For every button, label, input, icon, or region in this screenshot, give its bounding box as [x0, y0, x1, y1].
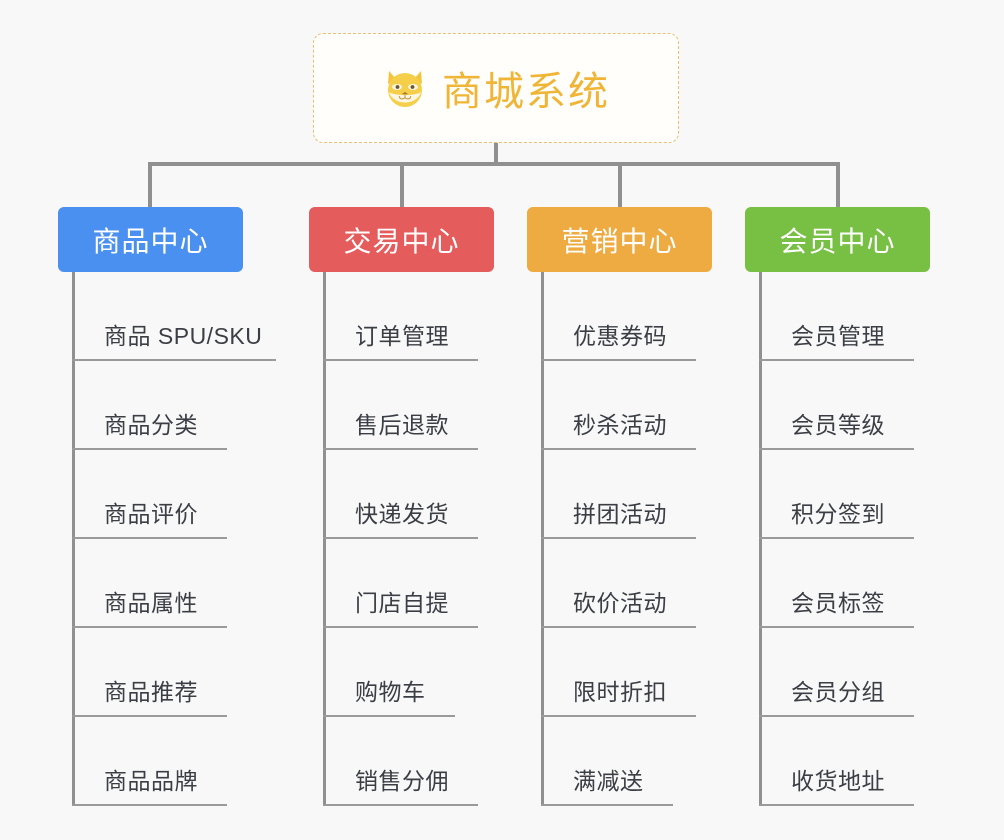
category-header-product-center[interactable]: 商品中心 [58, 207, 243, 272]
leaf-label: 优惠券码 [573, 323, 667, 349]
leaf-label: 商品分类 [104, 412, 198, 438]
leaf-label: 商品评价 [104, 501, 198, 527]
leaf-underline [541, 804, 673, 806]
leaf-label: 快递发货 [355, 501, 449, 527]
category-title: 交易中心 [343, 225, 460, 257]
leaf-spine [759, 272, 762, 806]
leaf-spine [323, 272, 326, 806]
leaf-label: 收货地址 [791, 768, 885, 794]
leaf-label: 门店自提 [355, 590, 449, 616]
leaf-underline [541, 537, 696, 539]
leaf-underline [72, 537, 227, 539]
leaf-underline [323, 804, 478, 806]
category-title: 会员中心 [779, 225, 896, 257]
root-title: 商城系统 [442, 70, 610, 114]
leaf-underline [72, 448, 227, 450]
category-header-trade-center[interactable]: 交易中心 [309, 207, 494, 272]
leaf-spine [541, 272, 544, 806]
connector-drop-marketing-center [618, 162, 622, 208]
leaf-label: 限时折扣 [573, 679, 667, 705]
leaf-underline [759, 626, 914, 628]
leaf-underline [541, 626, 696, 628]
shiba-dog-icon [382, 65, 428, 111]
leaf-label: 拼团活动 [573, 501, 667, 527]
leaf-underline [759, 537, 914, 539]
leaf-spine [72, 272, 75, 806]
category-header-marketing-center[interactable]: 营销中心 [527, 207, 712, 272]
leaf-label: 秒杀活动 [573, 412, 667, 438]
leaf-label: 会员标签 [791, 590, 885, 616]
leaf-label: 商品品牌 [104, 768, 198, 794]
root-node[interactable]: 商城系统 [313, 33, 679, 143]
leaf-label: 销售分佣 [355, 768, 449, 794]
connector-drop-member-center [836, 162, 840, 208]
connector-drop-trade-center [400, 162, 404, 208]
category-title: 营销中心 [561, 225, 678, 257]
leaf-label: 购物车 [355, 679, 426, 705]
leaf-underline [541, 448, 696, 450]
leaf-label: 会员等级 [791, 412, 885, 438]
leaf-label: 商品属性 [104, 590, 198, 616]
leaf-underline [323, 537, 478, 539]
leaf-label: 砍价活动 [573, 590, 667, 616]
leaf-underline [759, 448, 914, 450]
category-header-member-center[interactable]: 会员中心 [745, 207, 930, 272]
connector-root-stem [494, 143, 498, 164]
leaf-underline [759, 359, 914, 361]
leaf-underline [323, 359, 478, 361]
leaf-underline [541, 359, 696, 361]
leaf-underline [323, 715, 455, 717]
leaf-underline [72, 359, 276, 361]
leaf-underline [323, 448, 478, 450]
leaf-underline [323, 626, 478, 628]
leaf-underline [541, 715, 696, 717]
leaf-label: 积分签到 [791, 501, 885, 527]
leaf-label: 满减送 [573, 768, 644, 794]
leaf-underline [72, 626, 227, 628]
leaf-underline [72, 715, 227, 717]
leaf-label: 售后退款 [355, 412, 449, 438]
leaf-label: 订单管理 [355, 323, 449, 349]
leaf-label: 会员分组 [791, 679, 885, 705]
connector-drop-product-center [148, 162, 152, 208]
leaf-label: 商品推荐 [104, 679, 198, 705]
category-title: 商品中心 [92, 225, 209, 257]
leaf-label: 会员管理 [791, 323, 885, 349]
leaf-underline [759, 715, 914, 717]
leaf-underline [72, 804, 227, 806]
leaf-underline [759, 804, 914, 806]
leaf-label: 商品 SPU/SKU [104, 323, 263, 349]
connector-horizontal-bus [148, 162, 840, 166]
